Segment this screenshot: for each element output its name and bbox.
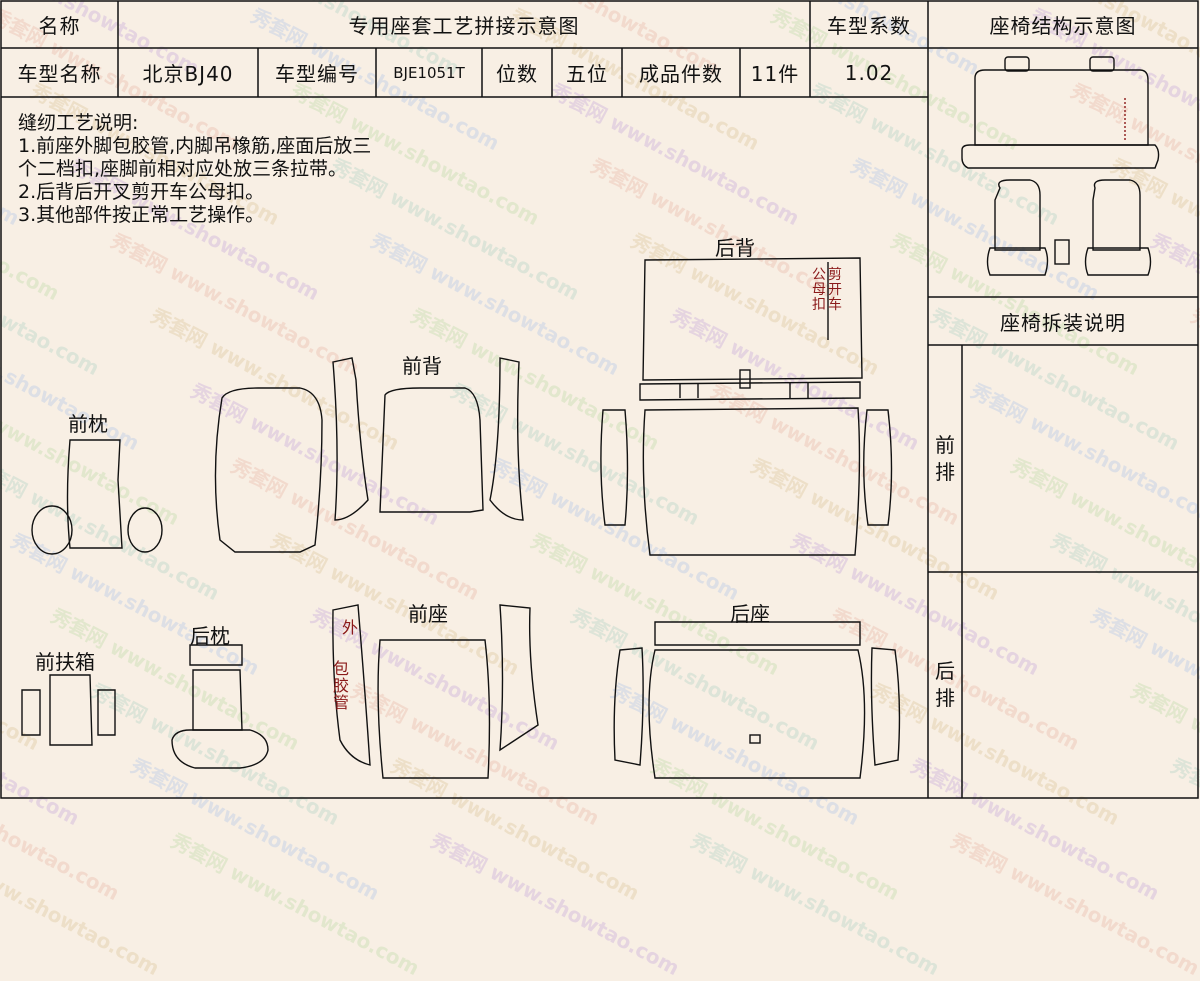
outer-frame <box>0 0 1199 799</box>
model-name-label: 车型名称 <box>17 62 102 86</box>
notes-line-2: 个二档扣,座脚前相对应处放三条拉带。 <box>18 158 348 180</box>
watermark-text: 秀套网 www.showtao.com <box>0 829 164 981</box>
rear-back-side-left <box>600 409 629 526</box>
rear-back-lower-panel <box>642 407 861 556</box>
front-seat-side-right <box>499 604 539 752</box>
rear-back-strip <box>639 381 861 401</box>
rear-bench-back-sketch <box>974 69 1149 146</box>
rear-back-tab <box>739 369 751 389</box>
console-sketch <box>1054 239 1070 265</box>
annotation-outer: 外 <box>342 618 359 637</box>
label-front-seat: 前座 <box>408 602 448 626</box>
front-seat-left-sketch <box>994 179 1041 251</box>
model-code-label: 车型编号 <box>275 62 359 86</box>
front-pillow-side-left <box>31 505 73 555</box>
rear-seat-side-right <box>870 647 901 766</box>
sewing-notes: 缝纫工艺说明: 1.前座外脚包胶管,内脚吊橡筋,座面后放三 个二档扣,座脚前相对… <box>18 112 518 227</box>
model-code-value: BJE1051T <box>393 63 465 82</box>
front-armrest-main <box>49 674 93 746</box>
label-rear-pillow: 后枕 <box>190 624 230 648</box>
seats-value: 五位 <box>566 62 608 86</box>
rear-seat-side-left <box>613 647 644 766</box>
label-rear-back: 后背 <box>715 236 755 260</box>
front-row-label: 前排 <box>935 433 955 484</box>
front-seat-panel <box>377 639 491 779</box>
front-armrest-side-left <box>21 689 41 736</box>
front-pillow-side-right <box>127 507 163 553</box>
watermark-text: 秀套网 www.showtao.com <box>946 828 1200 981</box>
rear-row-label: 后排 <box>935 659 955 710</box>
headrest-right-sketch <box>1089 56 1115 72</box>
front-seat-right-sketch <box>1092 179 1141 251</box>
front-back-side-left <box>332 357 369 521</box>
annotation-wrap-pipe: 包胶管 <box>333 659 350 712</box>
watermark-text: 秀套网 www.showtao.com <box>686 828 944 981</box>
rear-seat-strip <box>654 621 861 646</box>
annotation-cut-open: 剪开车 <box>828 267 842 313</box>
rear-back-side-right <box>863 409 893 526</box>
annotation-snap-button: 公母扣 <box>812 267 826 313</box>
label-front-back: 前背 <box>402 354 442 378</box>
watermark-text: 秀套网 www.showtao.com <box>166 828 424 981</box>
headrest-left-sketch <box>1004 56 1030 72</box>
seats-label: 位数 <box>496 62 538 86</box>
coefficient-value: 1.02 <box>844 60 894 85</box>
front-seat-side-left <box>332 604 371 766</box>
pieces-value: 11件 <box>750 62 800 86</box>
notes-line-3: 2.后背后开叉剪开车公母扣。 <box>18 181 265 203</box>
front-back-panel-center <box>379 387 484 513</box>
notes-title: 缝纫工艺说明: <box>18 112 139 134</box>
disassembly-title: 座椅拆装说明 <box>1000 310 1126 335</box>
pattern-drawing <box>0 0 1199 799</box>
name-header: 名称 <box>38 14 81 38</box>
label-front-armrest-box: 前扶箱 <box>35 650 95 674</box>
rear-seat-panel <box>648 649 866 779</box>
front-pillow-main <box>66 439 123 549</box>
model-name-value: 北京BJ40 <box>142 62 234 86</box>
rear-back-panel <box>642 257 863 381</box>
structure-header: 座椅结构示意图 <box>989 14 1137 38</box>
rear-pillow-main <box>192 669 243 731</box>
front-armrest-side-right <box>97 689 116 736</box>
coefficient-header: 车型系数 <box>827 14 911 38</box>
pieces-label: 成品件数 <box>639 62 723 86</box>
notes-line-1: 1.前座外脚包胶管,内脚吊橡筋,座面后放三 <box>18 135 372 157</box>
notes-line-4: 3.其他部件按正常工艺操作。 <box>18 204 265 226</box>
front-back-panel-left <box>214 387 323 553</box>
page-title: 专用座套工艺拼接示意图 <box>348 14 580 38</box>
label-front-pillow: 前枕 <box>68 412 108 436</box>
front-back-side-right <box>489 357 524 521</box>
watermark-text: 秀套网 www.showtao.com <box>426 828 684 981</box>
label-rear-seat: 后座 <box>730 602 770 626</box>
rear-pillow-top <box>189 644 243 666</box>
rear-pillow-base <box>171 729 269 769</box>
